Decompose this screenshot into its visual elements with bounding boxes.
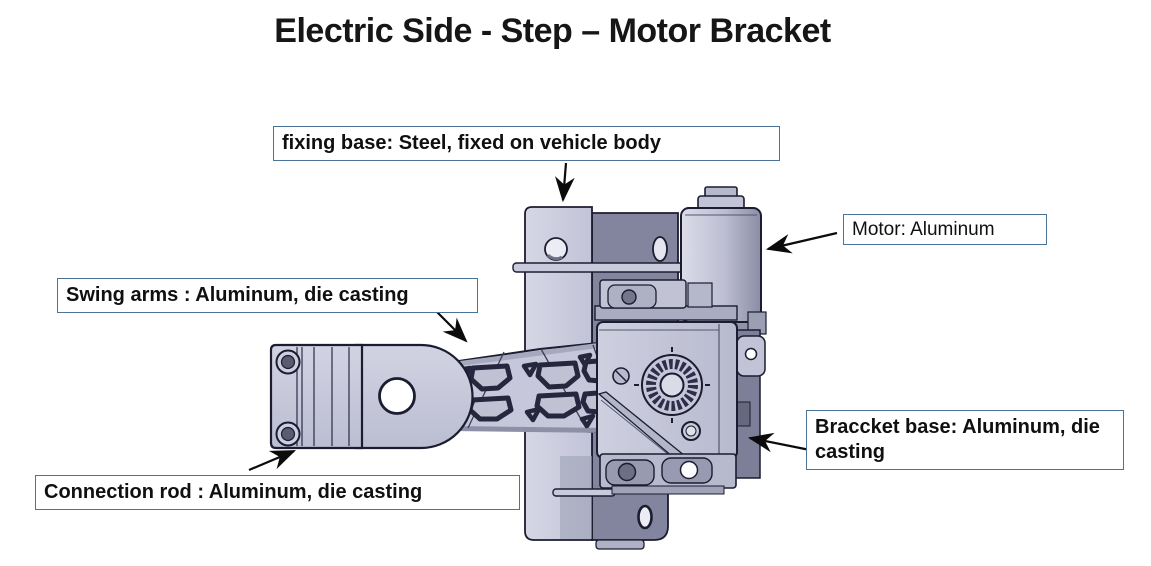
pin-parts bbox=[512, 262, 694, 497]
callout-swing-arms-text: Swing arms : Aluminum, die casting bbox=[66, 284, 409, 306]
callout-bracket-base: Braccket base: Aluminum, die casting bbox=[806, 410, 1124, 470]
callout-connection-rod-text: Connection rod : Aluminum, die casting bbox=[44, 481, 423, 503]
arrow-to-motor bbox=[765, 231, 838, 254]
bracket-base-part bbox=[596, 321, 766, 495]
arrow-to-connection-rod bbox=[248, 449, 297, 472]
callout-motor: Motor: Aluminum bbox=[843, 214, 1047, 245]
callout-bracket-base-text: Braccket base: Aluminum, die casting bbox=[815, 416, 1100, 463]
arrow-to-fixing-base bbox=[554, 162, 575, 203]
swing-arm-part bbox=[449, 341, 615, 435]
connection-rod-part bbox=[269, 343, 474, 450]
arrow-to-swing-arm bbox=[436, 311, 468, 343]
callout-motor-text: Motor: Aluminum bbox=[852, 218, 995, 240]
page-title: Electric Side - Step – Motor Bracket bbox=[274, 12, 831, 50]
callout-swing-arms: Swing arms : Aluminum, die casting bbox=[57, 278, 478, 313]
callout-fixing-base-text: fixing base: Steel, fixed on vehicle bod… bbox=[282, 132, 661, 154]
callout-arrows bbox=[248, 162, 838, 472]
bearing-part bbox=[594, 279, 738, 321]
arrow-to-bracket-base bbox=[747, 432, 811, 453]
callout-connection-rod: Connection rod : Aluminum, die casting bbox=[35, 475, 520, 510]
callout-fixing-base: fixing base: Steel, fixed on vehicle bod… bbox=[273, 126, 780, 161]
